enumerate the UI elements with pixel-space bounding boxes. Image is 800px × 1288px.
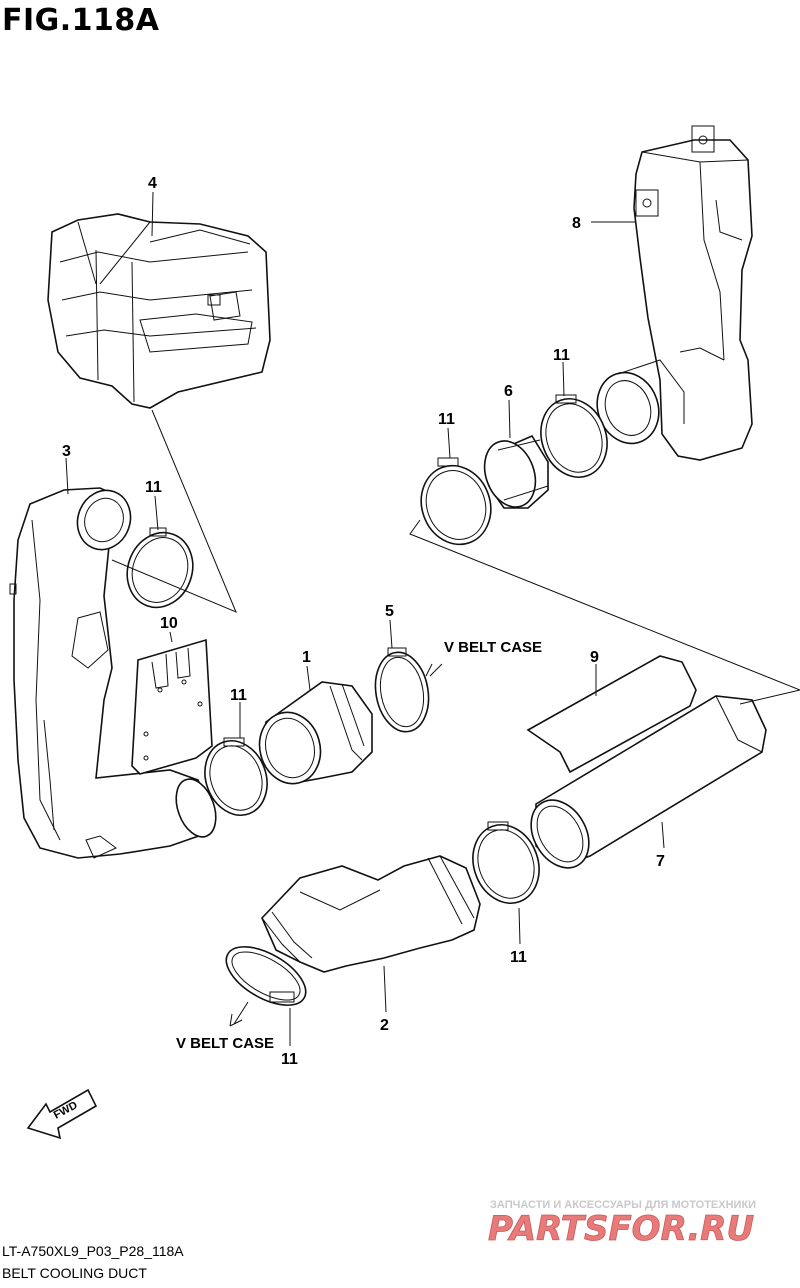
figure-name: BELT COOLING DUCT [2, 1265, 147, 1281]
figure-code: LT-A750XL9_P03_P28_118A [2, 1243, 184, 1259]
callout-6: 6 [504, 383, 513, 400]
fwd-arrow-icon [26, 1088, 98, 1140]
note-vbelt-upper: V BELT CASE [444, 639, 542, 656]
callout-3: 3 [62, 443, 71, 460]
callout-11-e: 11 [510, 949, 527, 966]
part-8-upper-duct [596, 125, 753, 461]
callout-10: 10 [160, 615, 178, 632]
callout-11-c: 11 [553, 347, 570, 364]
part-6-sleeve [483, 434, 549, 509]
part-5-ring [374, 647, 430, 733]
callout-2: 2 [380, 1017, 389, 1034]
callout-5: 5 [385, 603, 394, 620]
callout-8: 8 [572, 215, 581, 232]
note-vbelt-lower: V BELT CASE [176, 1035, 274, 1052]
part-2-hose [261, 855, 481, 973]
figure-title: FIG.118A [2, 3, 160, 38]
callout-9: 9 [590, 649, 599, 666]
part-9-half-shell [526, 655, 697, 774]
clamp-11-c-shape [540, 394, 608, 478]
clamp-11-d-shape [204, 737, 268, 816]
callout-1: 1 [302, 649, 311, 666]
callout-11-a: 11 [145, 479, 162, 496]
part-4-air-box [47, 213, 271, 409]
clamp-11-f-shape [225, 946, 307, 1006]
part-7-pipe [530, 695, 767, 869]
part-10-plate [131, 638, 213, 775]
clamp-11-e-shape [472, 821, 540, 904]
callout-11-b: 11 [438, 411, 455, 428]
clamp-11-b-shape [420, 457, 492, 546]
callout-4: 4 [148, 175, 157, 192]
leader-lines [65, 191, 800, 1046]
part-1-joint [258, 681, 373, 785]
part-3-duct [9, 487, 217, 859]
callout-7: 7 [656, 853, 665, 870]
watermark-brand: PARTSFOR.RU [488, 1209, 754, 1249]
callout-11-d: 11 [230, 687, 247, 704]
callout-11-f: 11 [281, 1051, 298, 1068]
clamp-11-a-shape [126, 527, 194, 609]
watermark-tagline: ЗАПЧАСТИ И АКСЕССУАРЫ ДЛЯ МОТОТЕХНИКИ [490, 1199, 756, 1211]
